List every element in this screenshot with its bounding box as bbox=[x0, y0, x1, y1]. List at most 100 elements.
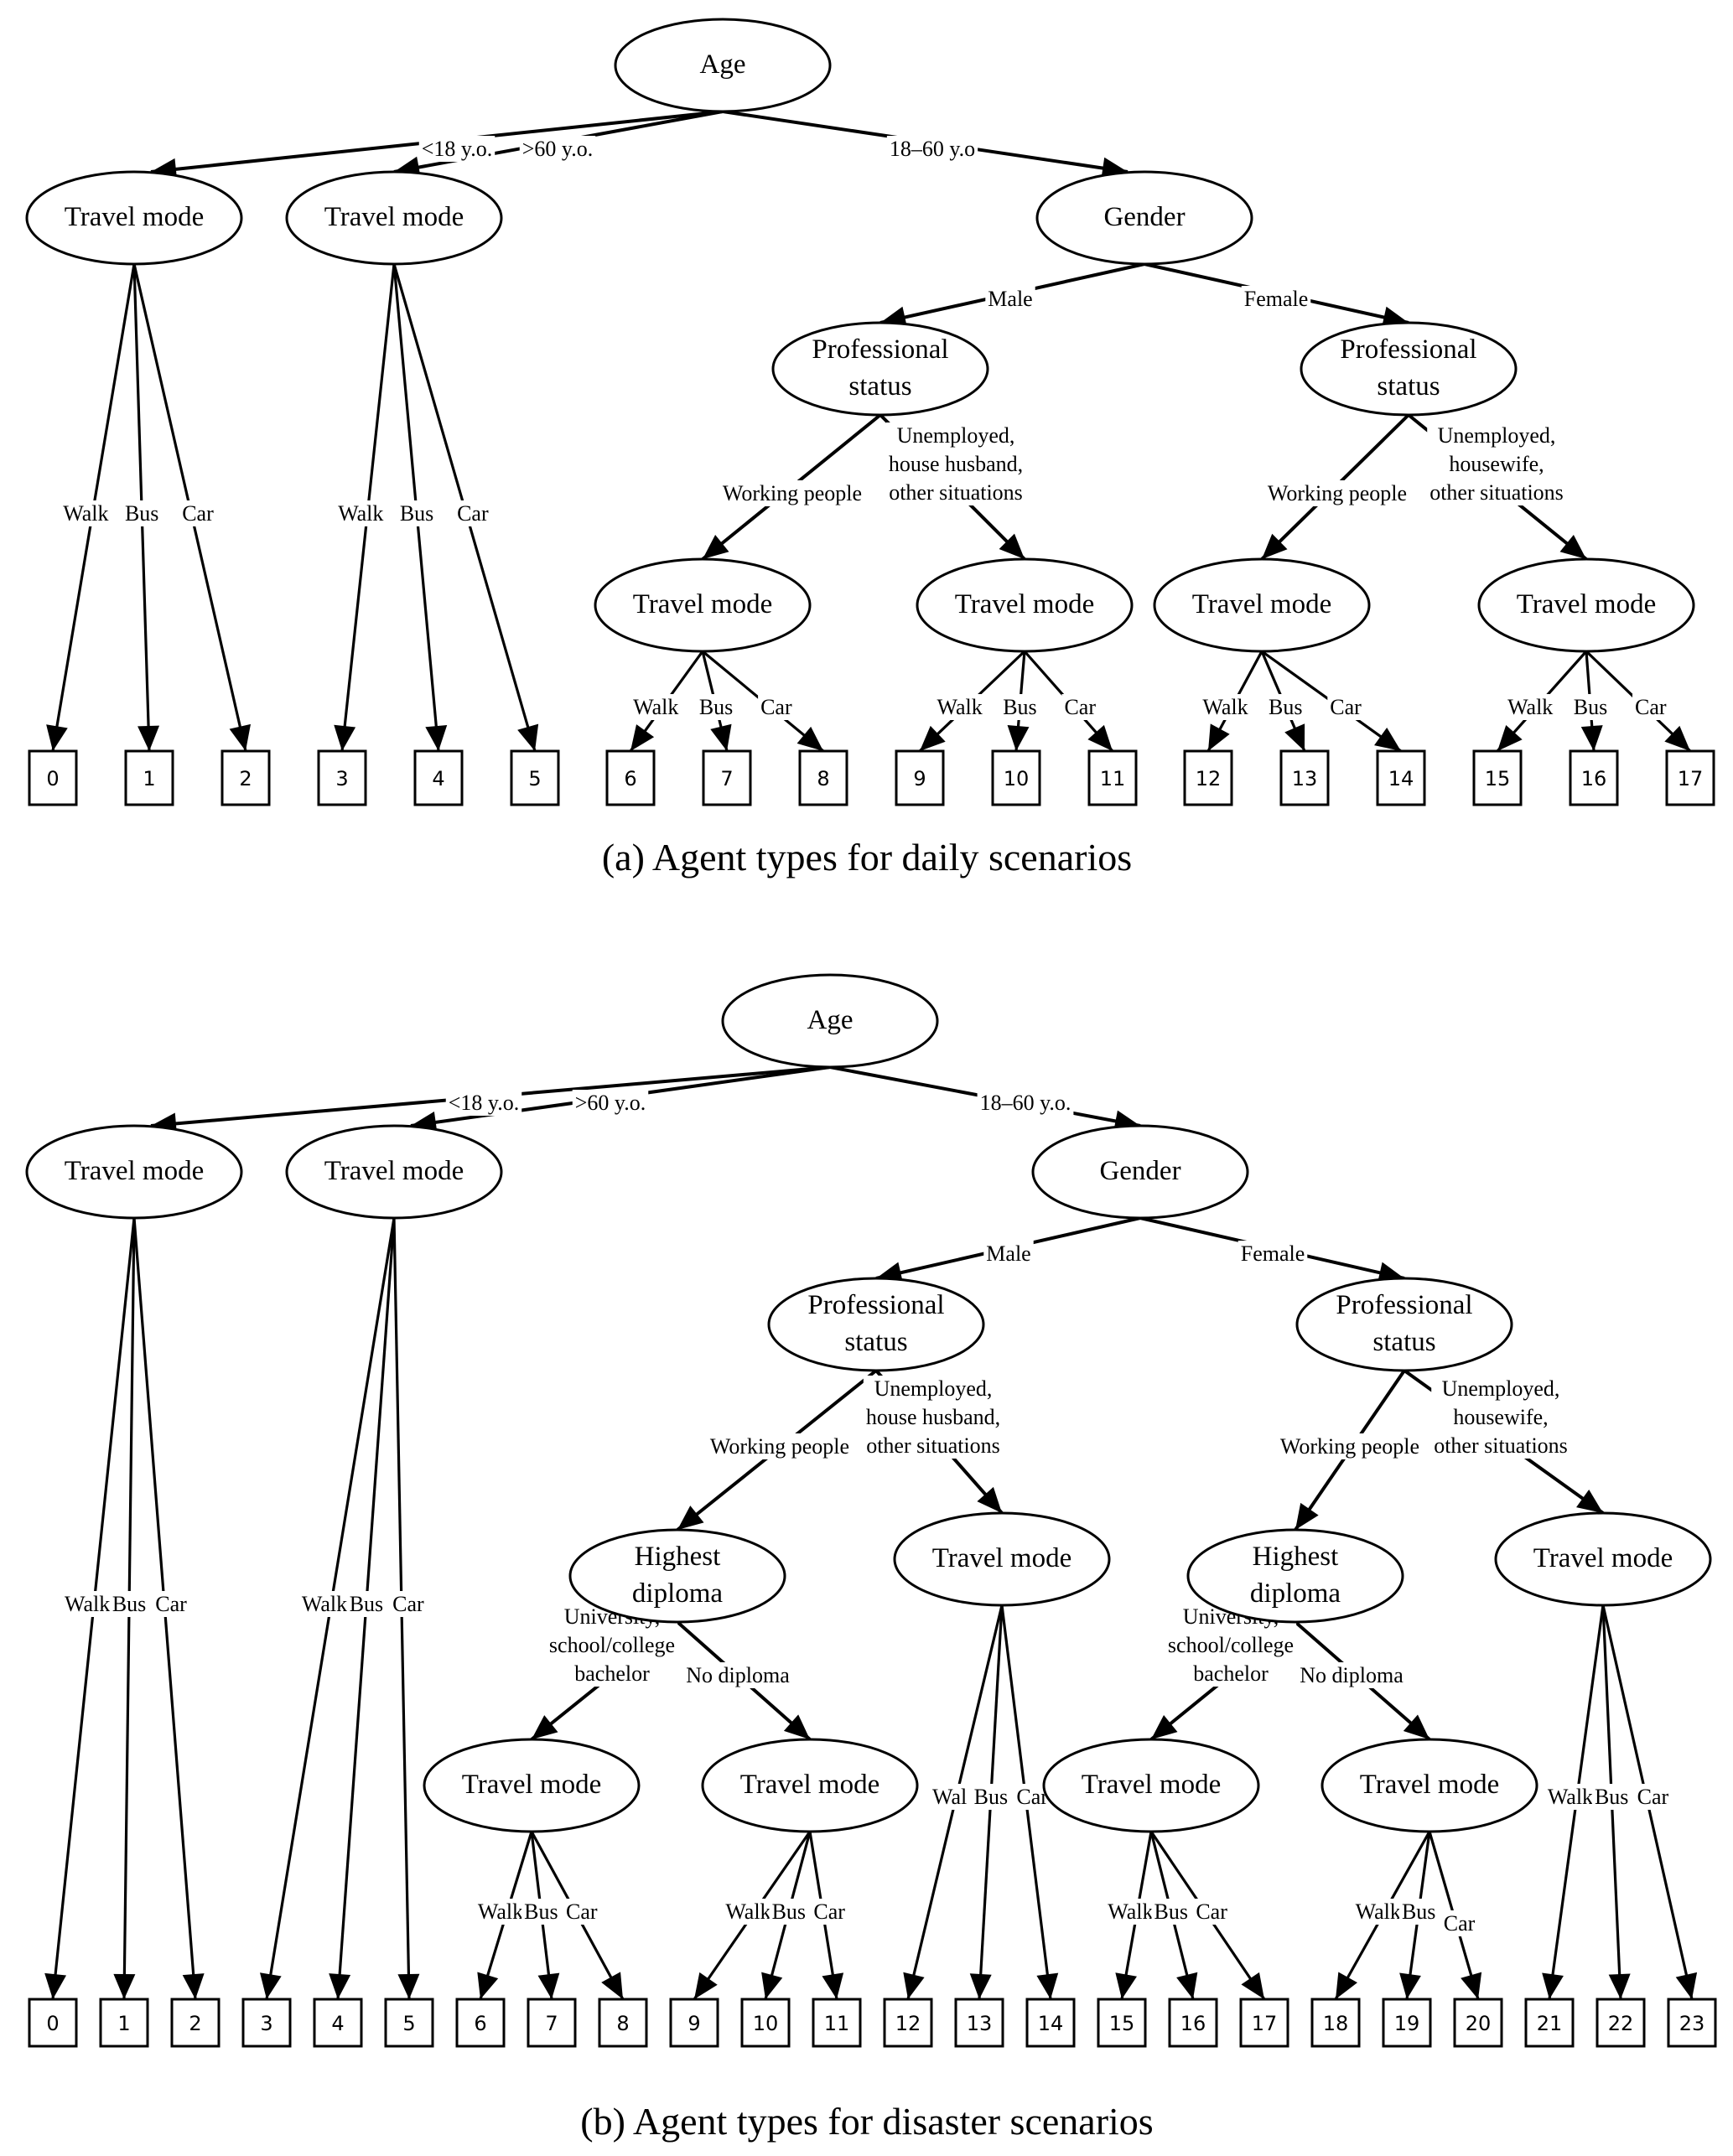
agent-type-box-rect bbox=[1596, 1998, 1646, 2048]
node-ellipse bbox=[767, 1277, 985, 1372]
edge-label: Working people bbox=[1264, 480, 1410, 506]
arrowhead-icon bbox=[999, 533, 1025, 559]
agent-type-box: 12 bbox=[1183, 749, 1233, 806]
mode-label-car-line: Car bbox=[1196, 1899, 1227, 1924]
agent-type-id: 8 bbox=[817, 767, 829, 790]
node-ellipse bbox=[1042, 1738, 1260, 1833]
arrowhead-icon bbox=[1284, 723, 1305, 751]
edge-label-line: Unemployed, bbox=[1438, 423, 1556, 448]
node-label-line: Gender bbox=[1103, 202, 1185, 232]
edge-label-bg bbox=[1237, 1241, 1308, 1267]
mode-label: Car bbox=[1014, 1784, 1051, 1810]
agent-type-id: 0 bbox=[46, 767, 59, 790]
agent-type-box: 13 bbox=[1279, 749, 1330, 806]
mode-label: Car bbox=[758, 694, 795, 720]
caption-a: (a) Agent types for daily scenarios bbox=[602, 836, 1132, 878]
mode-label-walk-line: Walk bbox=[633, 695, 678, 719]
mode-label-car-line: Car bbox=[1637, 1785, 1669, 1809]
arrowhead-icon bbox=[113, 1973, 136, 1999]
arrowhead-icon bbox=[259, 1972, 282, 1999]
agent-type-box-rect bbox=[598, 1998, 648, 2048]
mode-label-bus-line: Bus bbox=[400, 501, 433, 526]
agent-type-box: 14 bbox=[1376, 749, 1426, 806]
node-age: Age bbox=[721, 973, 939, 1069]
node-ellipse bbox=[1153, 557, 1371, 653]
node-label-line: status bbox=[844, 1327, 907, 1357]
agent-type-box-rect bbox=[1376, 749, 1426, 806]
edge-label: Unemployed,house husband,other situation… bbox=[885, 422, 1026, 505]
agent-type-box: 6 bbox=[605, 749, 656, 806]
agent-type-box-rect bbox=[702, 749, 752, 806]
agent-type-box: 8 bbox=[598, 1998, 648, 2048]
agent-type-id: 5 bbox=[402, 2012, 415, 2035]
agent-type-box: 19 bbox=[1382, 1998, 1432, 2048]
edge-label: 18–60 y.o. bbox=[977, 1090, 1074, 1116]
agent-type-id: 11 bbox=[824, 2012, 850, 2035]
edge-label: Male bbox=[985, 286, 1035, 312]
mode-label-car-bg bbox=[1193, 1899, 1231, 1925]
edge-label-line: Working people bbox=[723, 481, 862, 505]
node-ellipse bbox=[1031, 1124, 1249, 1220]
agent-type-id: 7 bbox=[720, 767, 733, 790]
captions-layer: (a) Agent types for daily scenarios (b) … bbox=[580, 836, 1153, 2143]
node-label-line: Travel mode bbox=[932, 1543, 1072, 1573]
edge-label-line: Female bbox=[1241, 1241, 1305, 1266]
mode-label: Bus bbox=[1398, 1899, 1439, 1925]
agent-type-box-rect bbox=[413, 749, 464, 806]
agent-type-id: 23 bbox=[1679, 2012, 1705, 2035]
mode-label-car-line: Car bbox=[457, 501, 489, 526]
arrowhead-icon bbox=[1461, 1972, 1482, 1999]
mode-label: Bus bbox=[769, 1899, 809, 1925]
agent-type-id: 13 bbox=[967, 2012, 993, 2035]
agent-type-box: 0 bbox=[28, 1998, 78, 2048]
agent-type-box-rect bbox=[527, 1998, 577, 2048]
mode-label-walk-line: Walk bbox=[478, 1899, 523, 1924]
agent-type-id: 22 bbox=[1608, 2012, 1634, 2035]
mode-label: Car bbox=[390, 1591, 427, 1617]
edge-label-bg bbox=[445, 1090, 522, 1116]
agent-type-box-rect bbox=[1665, 749, 1715, 806]
agent-type-id: 15 bbox=[1485, 767, 1511, 790]
edge-label-line: housewife, bbox=[1453, 1405, 1548, 1429]
agent-type-box-rect bbox=[28, 749, 78, 806]
mode-label-walk-bg bbox=[1200, 694, 1251, 720]
edge-label: Female bbox=[1237, 1241, 1308, 1267]
agent-type-box-rect bbox=[812, 1998, 862, 2048]
arrowhead-icon bbox=[703, 535, 729, 559]
mode-label: Car bbox=[1061, 694, 1099, 720]
mode-label: Wal bbox=[930, 1784, 970, 1810]
agent-type-id: 9 bbox=[913, 767, 926, 790]
node-ellipse bbox=[423, 1738, 641, 1833]
agent-type-id: 3 bbox=[335, 767, 348, 790]
node-gender: Gender bbox=[1031, 1124, 1249, 1220]
arrowhead-icon bbox=[903, 1972, 925, 1999]
mode-label-bus-line: Bus bbox=[1154, 1899, 1188, 1924]
arrowhead-icon bbox=[1036, 1972, 1059, 1999]
agent-type-id: 13 bbox=[1292, 767, 1318, 790]
arrowhead-icon bbox=[1559, 535, 1586, 559]
mode-label-car-line: Car bbox=[1330, 695, 1362, 719]
agent-type-box: 15 bbox=[1472, 749, 1523, 806]
mode-label-bus-bg bbox=[1266, 694, 1305, 720]
node-label-line: Travel mode bbox=[1360, 1770, 1500, 1800]
node-label-line: Travel mode bbox=[324, 1156, 464, 1186]
agent-type-box: 18 bbox=[1310, 1998, 1361, 2048]
node-label-line: Age bbox=[700, 49, 746, 80]
node-ellipse bbox=[1321, 1738, 1538, 1833]
mode-label-car-bg bbox=[1061, 694, 1099, 720]
arrowhead-icon bbox=[1115, 1972, 1137, 1999]
arrowhead-icon bbox=[694, 1972, 718, 1999]
agent-type-id: 1 bbox=[143, 767, 155, 790]
mode-label: Bus bbox=[1151, 1899, 1191, 1925]
node-label-line: Travel mode bbox=[462, 1770, 602, 1800]
node-label-line: status bbox=[1372, 1327, 1435, 1357]
agent-type-box-rect bbox=[1279, 749, 1330, 806]
arrowhead-icon bbox=[969, 1973, 992, 1999]
node-tm-mwu: Travel mode bbox=[423, 1738, 641, 1833]
mode-label: Bus bbox=[397, 500, 437, 526]
edge-label-line: Unemployed, bbox=[1442, 1376, 1560, 1401]
edge-label-line: other situations bbox=[889, 480, 1023, 505]
agent-type-box-rect bbox=[1569, 749, 1619, 806]
